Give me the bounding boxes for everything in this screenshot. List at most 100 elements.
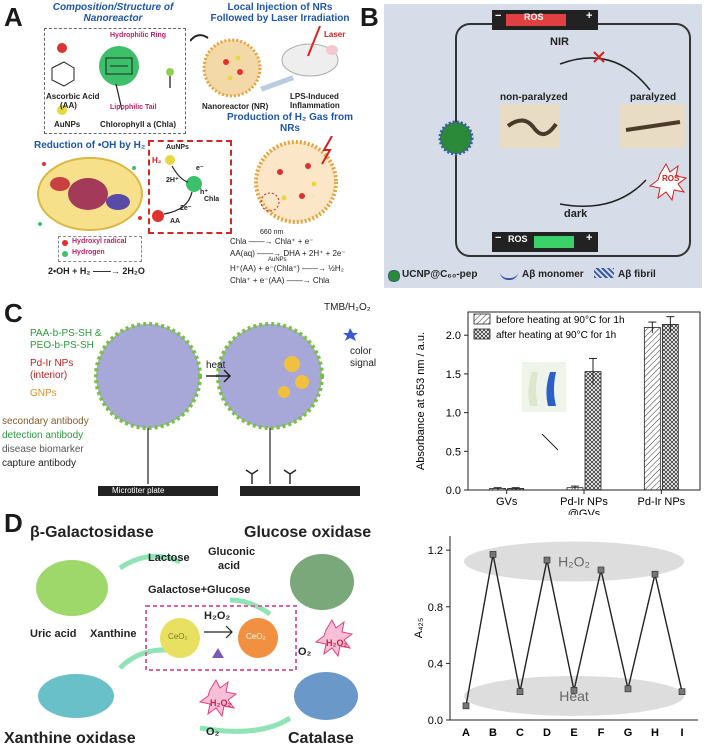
mouse-shape: [281, 43, 339, 77]
bar: [643, 327, 661, 491]
bar: [584, 371, 602, 491]
y-tick-label: 0.8: [428, 602, 443, 614]
o2-bottom-label: O₂: [206, 726, 220, 738]
legend-monomer: Aβ monomer: [522, 269, 584, 280]
zoom-circle: [260, 192, 280, 212]
inset-aa-label: AA: [170, 218, 181, 225]
x-tick-label: C: [516, 727, 524, 739]
ascorbic-label: Ascorbic Acid: [46, 92, 100, 101]
annotation-h2o2: H₂O₂: [558, 553, 590, 569]
b-gal-label: β-Galactosidase: [30, 524, 154, 541]
tmb-label: TMB/H₂O₂: [324, 302, 371, 313]
cross-icon: [593, 51, 605, 63]
panel-label-b: B: [360, 2, 379, 32]
inset-e-label: e⁻: [196, 165, 204, 172]
inset-2e-label: 2e⁻: [180, 205, 192, 212]
inset-photo: [522, 362, 566, 412]
gv-sphere-after: [216, 322, 324, 430]
heat-triangle-icon: [212, 648, 224, 658]
h2o2-lower-label: H₂O₂: [210, 698, 232, 708]
heat-arrow-icon: [206, 369, 232, 383]
x-tick-label: @GVs: [568, 508, 601, 515]
inset-aunp-sphere: [165, 155, 175, 165]
catalase-protein-shape: [294, 672, 358, 720]
equation-1: Chla ——→ Chla⁺ + e⁻: [230, 237, 314, 246]
y-tick-label: 0.5: [446, 446, 461, 458]
x-tick-label: Pd-Ir NPs: [637, 496, 685, 508]
y-tick-label: 0.0: [428, 715, 443, 727]
inset-aunps-label: AuNPs: [166, 144, 189, 151]
hydrophilic-label: Hydrophilic Ring: [110, 32, 166, 39]
inset-h-label: h⁺: [200, 189, 208, 196]
hydrogen-legend: Hydrogen: [72, 249, 105, 256]
laser-bolt-icon: [321, 136, 333, 165]
gluconic-acid-label: acid: [218, 560, 241, 572]
data-point: [624, 685, 632, 693]
annotation-heat: Heat: [559, 688, 589, 704]
x-tick-label: G: [624, 727, 633, 739]
microtiter-plate-label: Microtiter plate: [112, 486, 165, 495]
inset-2h-label: 2H⁺: [166, 177, 179, 184]
y-tick-label: 0.4: [428, 658, 443, 670]
chla-label: Chlorophyll a (Chla): [100, 120, 176, 129]
ros-bottom-minus: −: [495, 232, 502, 244]
lipid-head-icon: [166, 68, 174, 76]
paralyzed-label: paralyzed: [630, 92, 677, 103]
injection-title: Local Injection of NRs Followed by Laser…: [210, 2, 350, 24]
c-label-secondary: secondary antibody: [2, 416, 89, 427]
mechanism-graphic: [152, 155, 202, 222]
inset-chla-label: Chla: [204, 196, 220, 203]
y-tick-label: 0.0: [446, 485, 461, 497]
panel-d: β-Galactosidase Glucose oxidase Lactose …: [0, 518, 410, 754]
legend-swatch: [473, 328, 491, 340]
data-point: [543, 556, 551, 564]
ros-burst-shape: [648, 162, 688, 202]
aa-label: (AA): [60, 101, 77, 110]
gluconic-label: Gluconic: [208, 546, 256, 558]
x-tick-label: B: [489, 727, 497, 739]
production-title: Production of H₂ Gas from NRs: [226, 112, 354, 134]
x-tick-label: H: [651, 727, 659, 739]
aunps-label: AuNPs: [54, 120, 81, 129]
c-label-detection: detection antibody: [2, 430, 84, 441]
h2o2-center-label: H₂O₂: [204, 610, 231, 622]
immunoassay-graphic: [94, 322, 360, 496]
nanoreactor-label: Nanoreactor (NR): [202, 102, 269, 111]
non-paralyzed-label: non-paralyzed: [500, 92, 568, 103]
legend-fibril-icon: [594, 268, 614, 278]
x-tick-label: E: [570, 727, 577, 739]
mechanism-inset: [148, 140, 232, 234]
x-tick-label: I: [680, 727, 683, 739]
ros-bottom-label: ROS: [508, 234, 528, 244]
bgal-protein-shape: [36, 560, 108, 616]
inset-pointer-arrow: [541, 433, 559, 451]
composition-box: [44, 28, 186, 134]
ros-top-plus: +: [586, 10, 593, 22]
ceo2-b-label: CeO₂: [246, 632, 266, 641]
reduction-legend-box: [58, 236, 142, 262]
nucleus-shape: [68, 178, 108, 210]
catalase-label: Catalase: [288, 730, 354, 747]
lipophilic-tail: [115, 83, 123, 111]
legend-monomer-icon: [500, 270, 518, 280]
h2o2-ellipse: [464, 541, 684, 582]
c-label-biomarker: disease biomarker: [2, 444, 84, 455]
production-graphic: [254, 136, 338, 224]
legend-ucnp: UCNP@C₆₀-pep: [402, 269, 478, 280]
ceo2-particle-b: [238, 618, 278, 658]
data-point: [462, 702, 470, 710]
gv-sphere-before: [94, 322, 202, 430]
cell-graphic: [37, 157, 143, 231]
c-label-paa: PAA-b-PS-SH &: [30, 328, 102, 339]
porphyrin-lines: [105, 57, 133, 75]
injection-graphic: [190, 26, 339, 98]
glucose-ox-label: Glucose oxidase: [244, 524, 372, 541]
dark-label: dark: [564, 208, 588, 220]
dark-arc-arrow: [559, 179, 647, 207]
aunp-icon: [57, 105, 67, 115]
composition-molecules: [51, 43, 174, 115]
legend-swatch: [473, 313, 491, 325]
aa-sphere-icon: [57, 43, 67, 53]
equation-4: Chla⁺ + e⁻(AA) ——→ Chla: [230, 276, 330, 285]
